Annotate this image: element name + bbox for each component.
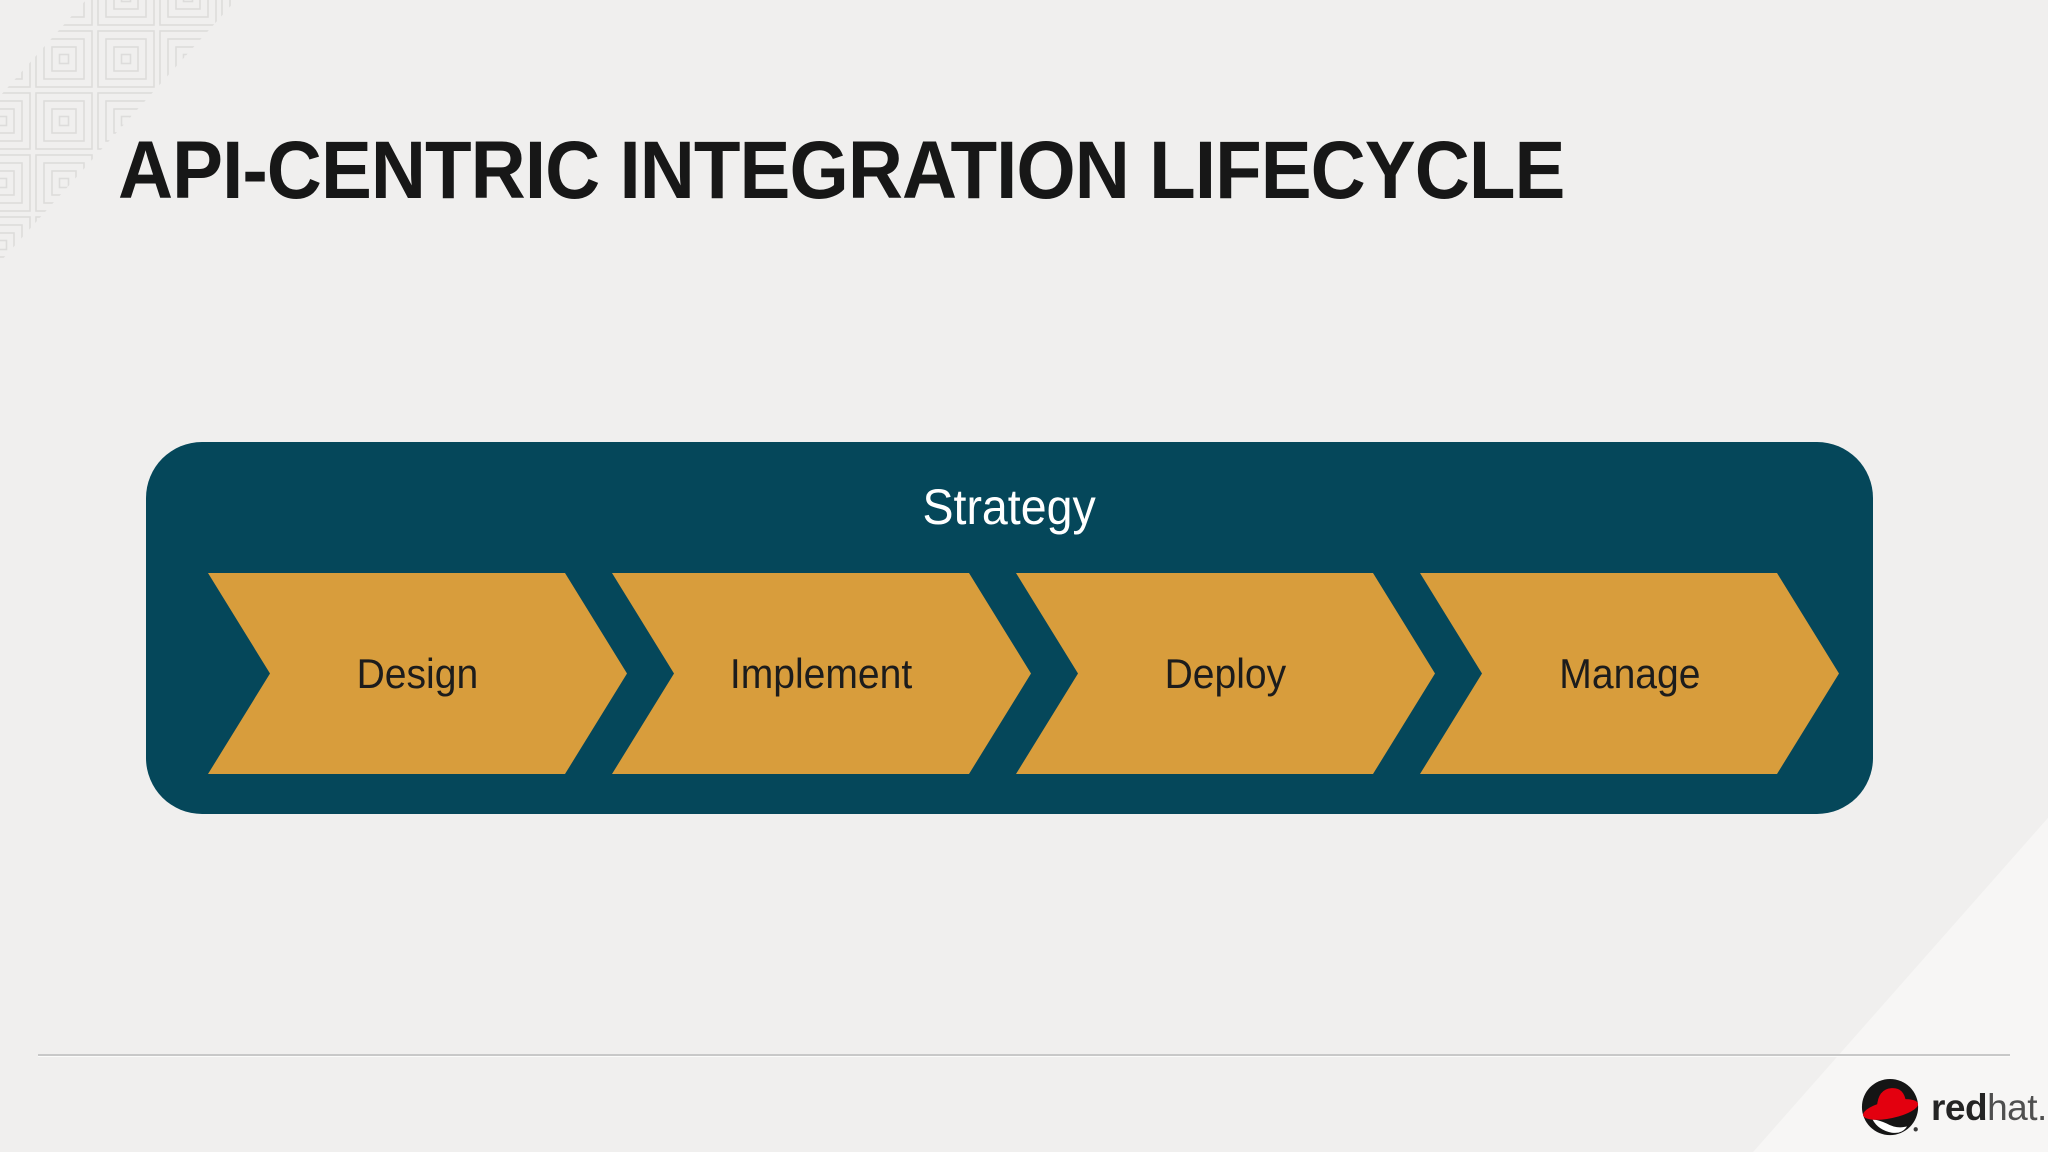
redhat-logo: redhat. — [1860, 1077, 2047, 1139]
strategy-label: Strategy — [922, 479, 1097, 535]
stage-label-implement: Implement — [730, 649, 913, 697]
slide-title: API-CENTRIC INTEGRATION LIFECYCLE — [118, 125, 1565, 216]
stage-label-design: Design — [356, 649, 479, 697]
redhat-shadowman-icon — [1861, 1078, 1919, 1136]
stage-label-manage: Manage — [1558, 649, 1701, 697]
redhat-wordmark: redhat. — [1931, 1077, 2047, 1139]
stage-chevron-implement: Implement — [612, 573, 1031, 774]
strategy-container: Strategy Design Implement Deploy Manage — [146, 442, 1873, 814]
stage-label-deploy: Deploy — [1164, 649, 1287, 697]
stage-chevron-design: Design — [208, 573, 627, 774]
corner-squares-pattern-decoration — [0, 0, 236, 262]
footer-divider-line — [38, 1054, 2010, 1056]
stage-chevron-manage: Manage — [1420, 573, 1839, 774]
stage-chevron-deploy: Deploy — [1016, 573, 1435, 774]
redhat-wordmark-red: red — [1931, 1087, 1988, 1128]
redhat-wordmark-hat: hat. — [1987, 1087, 2047, 1128]
